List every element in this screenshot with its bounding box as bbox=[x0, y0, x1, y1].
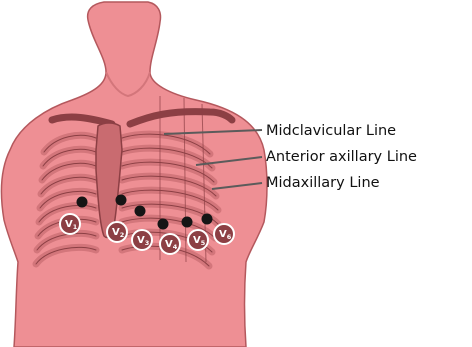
electrode-dot-v6 bbox=[202, 214, 213, 225]
label-midaxillary-line: Midaxillary Line bbox=[266, 175, 380, 191]
electrode-dot-v5 bbox=[182, 217, 193, 228]
electrode-badge-v3: V3 bbox=[132, 230, 152, 250]
electrode-dot-v2 bbox=[116, 195, 127, 206]
label-midclavicular-line: Midclavicular Line bbox=[266, 123, 396, 139]
label-anterior-axillary-line: Anterior axillary Line bbox=[266, 149, 417, 165]
electrode-dot-v4 bbox=[158, 219, 169, 230]
electrode-badge-v1: V1 bbox=[60, 214, 80, 234]
electrode-dot-v3 bbox=[135, 206, 146, 217]
electrode-dot-v1 bbox=[77, 197, 88, 208]
electrode-badge-v2: V2 bbox=[107, 222, 127, 242]
electrode-badge-v5: V5 bbox=[188, 230, 208, 250]
electrode-badge-v4: V4 bbox=[160, 234, 180, 254]
electrode-badge-v6: V6 bbox=[214, 224, 234, 244]
